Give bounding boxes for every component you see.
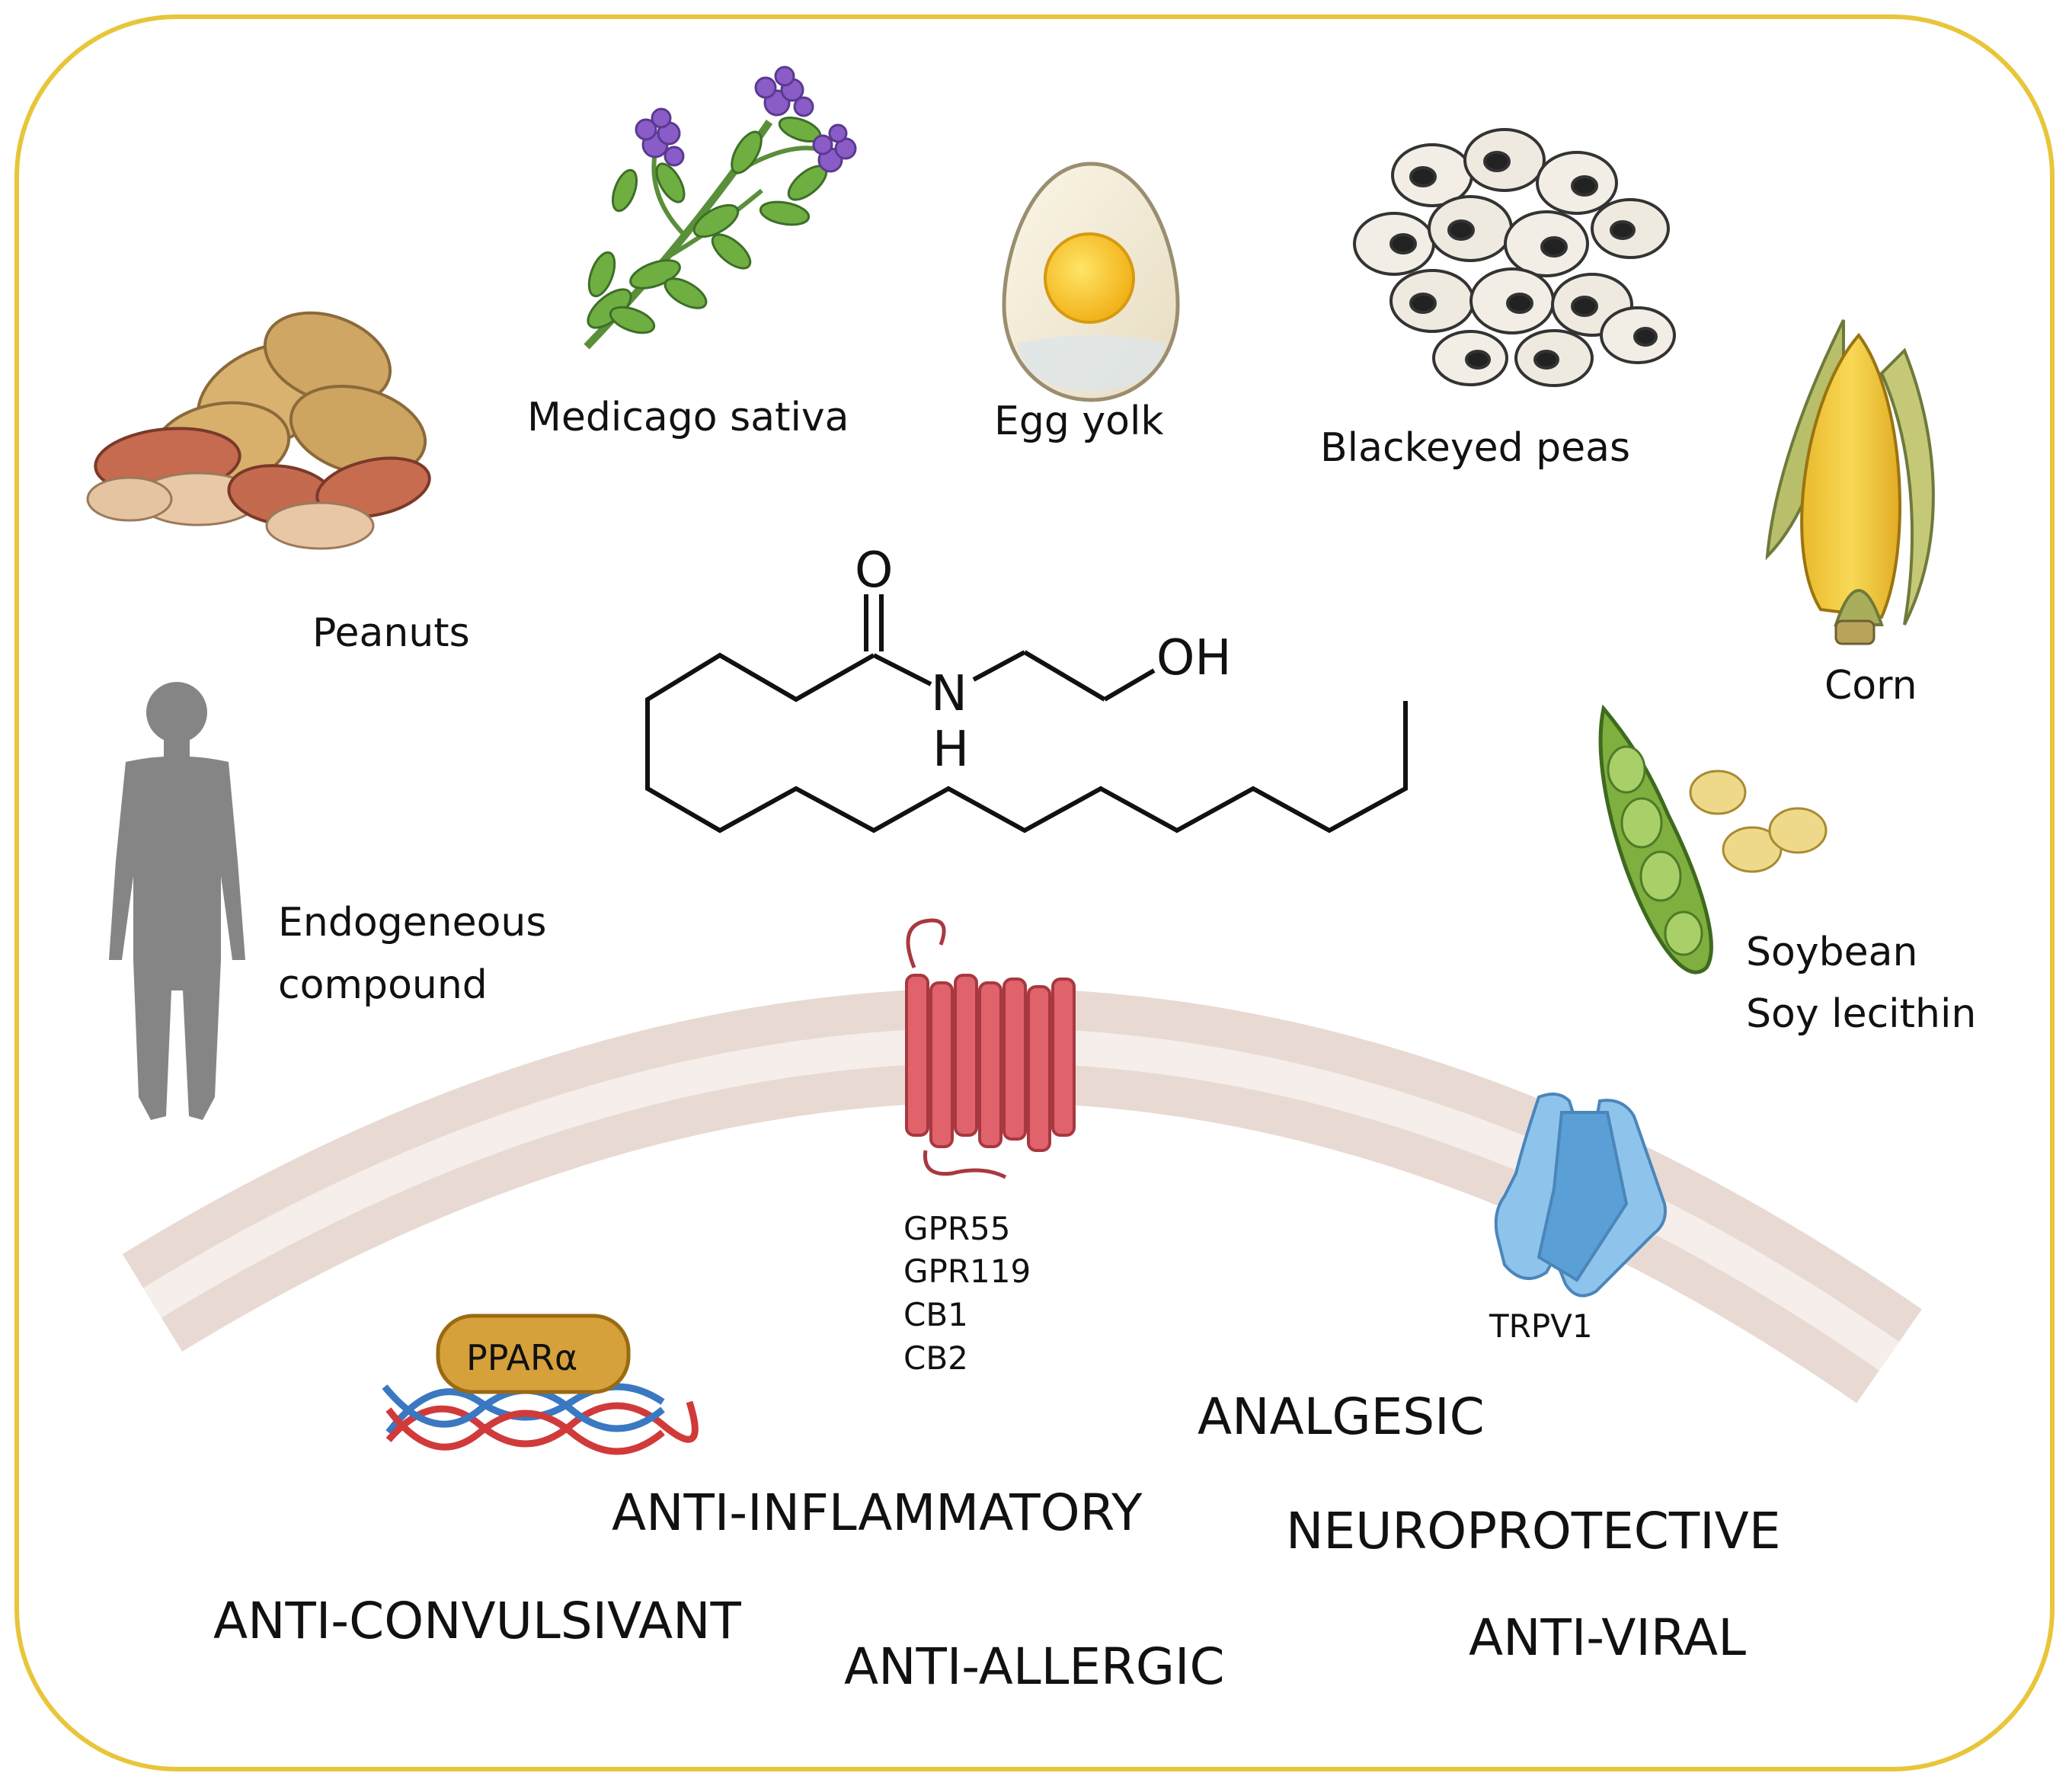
- medicago-illustration: [584, 66, 857, 350]
- label-corn: Corn: [1824, 663, 1917, 709]
- ppara-complex: PPARα: [436, 1314, 631, 1394]
- label-egg: Egg yolk: [994, 398, 1164, 444]
- label-peas: Blackeyed peas: [1320, 425, 1630, 471]
- pea-molecule-structure: [645, 594, 1408, 834]
- label-soy-lecithin: Soy lecithin: [1746, 991, 1976, 1037]
- atom-oxygen: O: [855, 542, 893, 599]
- atom-nitrogen: N: [931, 666, 967, 722]
- egg-illustration: [1002, 162, 1180, 402]
- effect-anti-inflammatory: ANTI-INFLAMMATORY: [612, 1483, 1143, 1542]
- atom-hydroxyl: OH: [1156, 630, 1232, 686]
- trpv1-channel-illustration: [1494, 1093, 1667, 1298]
- soybean-illustration: [1598, 704, 1828, 974]
- effect-neuroprotective: NEUROPROTECTIVE: [1286, 1502, 1781, 1560]
- human-illustration: [109, 682, 245, 1120]
- label-compound: compound: [278, 962, 488, 1008]
- corn-illustration: [1765, 319, 1935, 645]
- peas-illustration: [1353, 128, 1676, 387]
- label-cb1: CB1: [903, 1296, 968, 1333]
- label-gpr55: GPR55: [903, 1210, 1011, 1247]
- effect-anti-viral: ANTI-VIRAL: [1469, 1608, 1746, 1667]
- effect-anti-allergic: ANTI-ALLERGIC: [844, 1637, 1225, 1696]
- label-ppara: PPARα: [466, 1337, 577, 1378]
- label-gpr119: GPR119: [903, 1253, 1031, 1290]
- label-trpv1: TRPV1: [1489, 1307, 1593, 1345]
- peanuts-illustration: [86, 311, 431, 550]
- gpcr-receptor-illustration: [905, 918, 1076, 1179]
- label-cb2: CB2: [903, 1339, 968, 1377]
- label-peanuts: Peanuts: [312, 610, 470, 656]
- label-endogeneous: Endogeneous: [278, 900, 546, 946]
- effect-anti-convulsivant: ANTI-CONVULSIVANT: [213, 1592, 742, 1650]
- label-soybean: Soybean: [1746, 930, 1917, 975]
- effect-analgesic: ANALGESIC: [1198, 1387, 1485, 1446]
- label-medicago: Medicago sativa: [527, 395, 849, 440]
- atom-hydrogen: H: [932, 722, 969, 778]
